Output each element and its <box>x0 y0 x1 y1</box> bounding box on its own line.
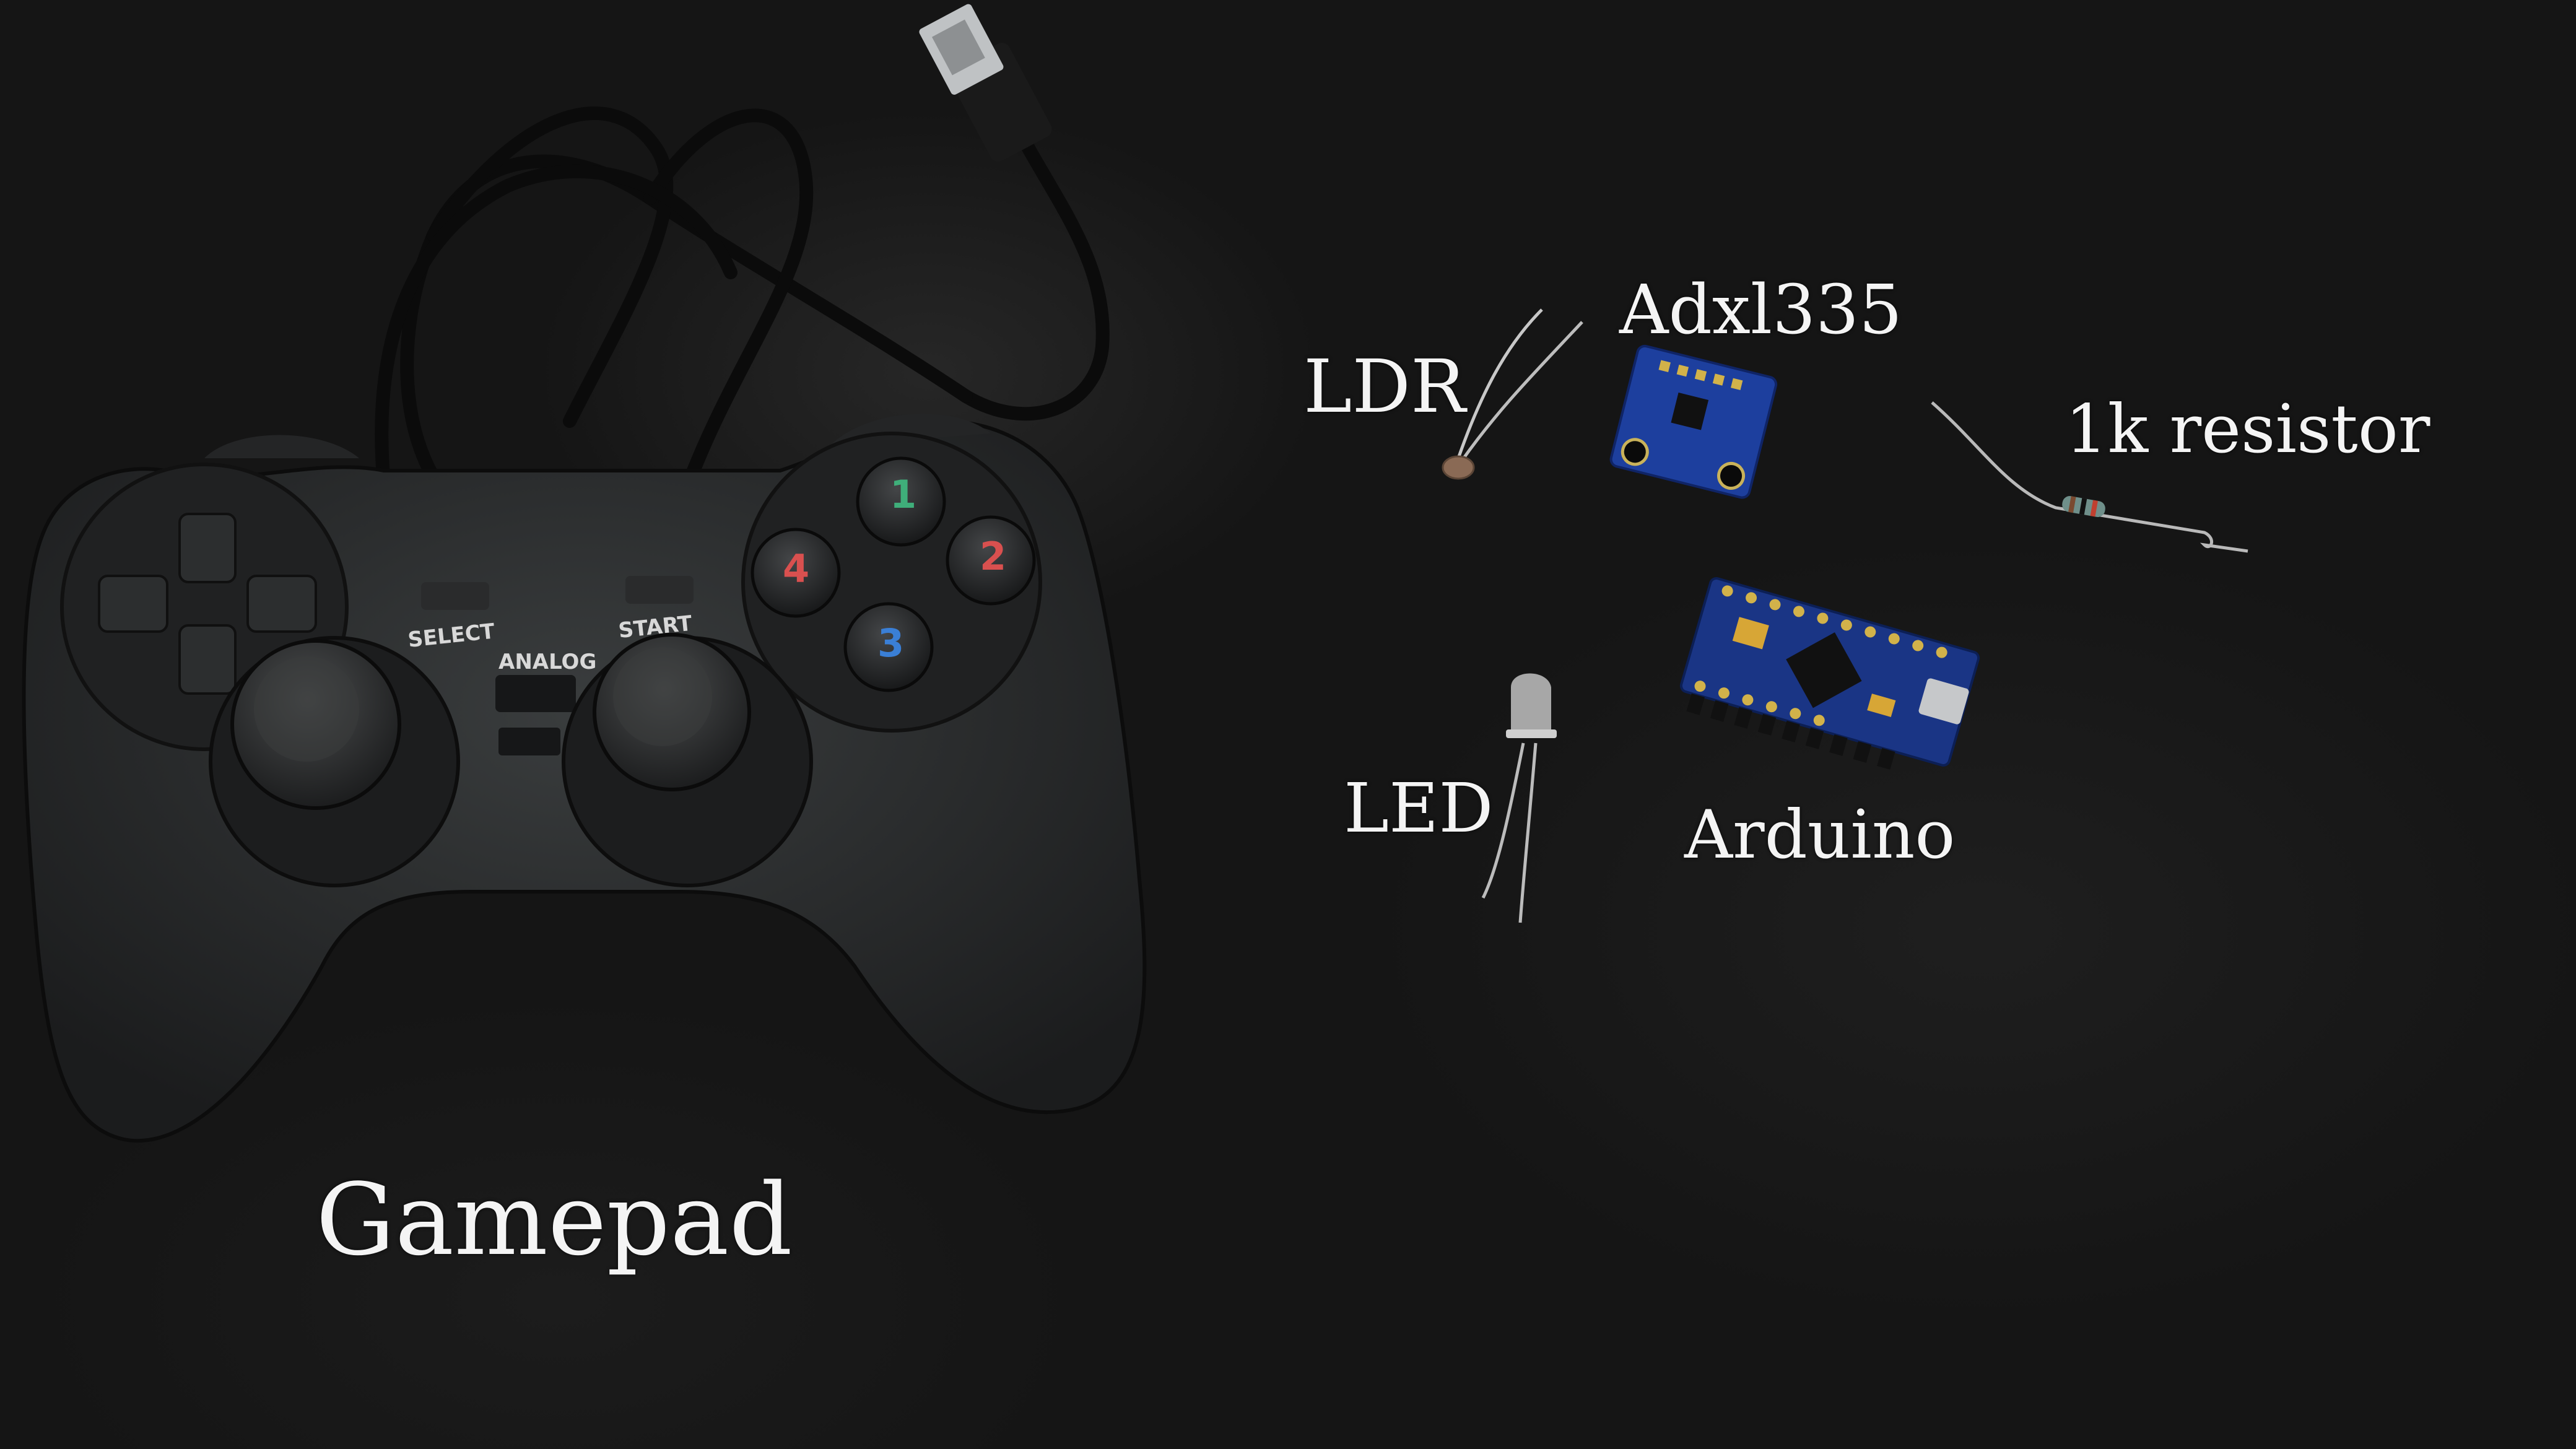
select-button <box>421 582 489 610</box>
face-buttons: 1 2 3 4 <box>751 456 1036 692</box>
gamepad: SELECT ANALOG START 1 2 3 4 <box>22 413 1147 1143</box>
arduino-label: Arduino <box>1684 796 1956 874</box>
left-analog-stick <box>209 636 460 887</box>
usb-cable <box>375 106 1110 502</box>
button-1-label: 1 <box>890 472 916 517</box>
analog-button <box>495 675 576 712</box>
led-label: LED <box>1344 768 1494 848</box>
button-4-label: 4 <box>783 546 809 591</box>
ldr-component <box>1442 308 1583 480</box>
arduino-board <box>1679 577 1980 770</box>
adxl335-board <box>1609 344 1778 499</box>
right-analog-stick <box>562 633 813 887</box>
ldr-label: LDR <box>1303 344 1466 429</box>
button-3-label: 3 <box>877 620 904 666</box>
analog-text: ANALOG <box>498 650 596 674</box>
adxl335-label: Adxl335 <box>1619 270 1903 349</box>
resistor-label: 1k resistor <box>2065 391 2430 468</box>
gamepad-label: Gamepad <box>316 1162 793 1277</box>
start-button <box>625 576 694 604</box>
resistor-component <box>1931 401 2248 553</box>
usb-connector <box>919 4 1052 162</box>
led-component <box>1481 673 1557 923</box>
button-2-label: 2 <box>980 534 1006 579</box>
